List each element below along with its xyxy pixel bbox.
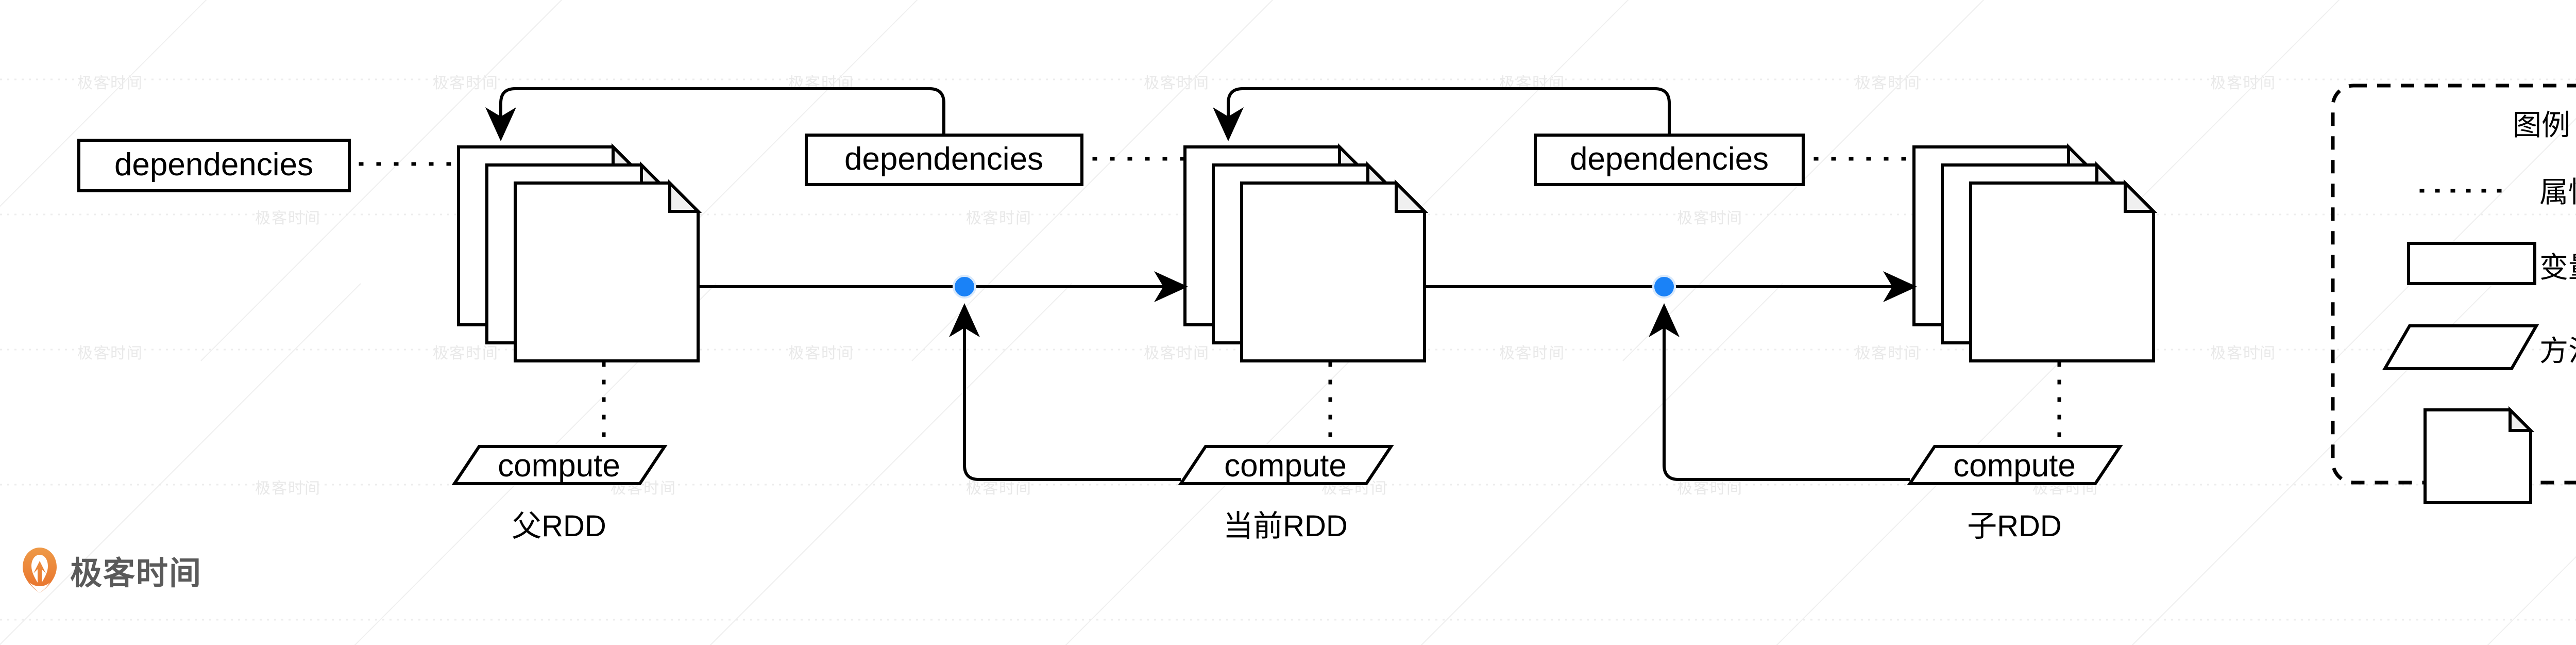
rdd-child-partition-stack — [1912, 143, 2158, 362]
legend-label-attribute: 属性 — [2539, 176, 2576, 208]
compute-label-current: compute — [1224, 448, 1347, 484]
rdd-current-partition-stack — [1183, 143, 1429, 362]
rdd-parent-partition-stack — [457, 143, 702, 362]
legend-row-variable: 变量 — [2407, 242, 2576, 285]
dependencies-label-3: dependencies — [1570, 141, 1769, 177]
partition-document — [1240, 179, 1429, 362]
rdd-label-parent: 父RDD — [512, 509, 606, 543]
brand-logo-text: 极客时间 — [70, 554, 202, 592]
compute-feed-line-current — [1649, 303, 1910, 481]
partition-document — [514, 179, 702, 362]
junction-dot — [1652, 275, 1676, 299]
legend-label-partition: 数据分片 — [2575, 440, 2576, 473]
dependencies-box-1 — [77, 139, 351, 192]
dependency-loop-arrow-1 — [485, 87, 945, 141]
legend-label-method: 方法 — [2539, 335, 2576, 367]
compute-method-shape-child — [1907, 445, 2123, 485]
document-fold-icon — [2509, 406, 2535, 432]
dependencies-box-2 — [805, 134, 1083, 186]
legend-title: 图例 — [2513, 109, 2570, 141]
dependency-loop-arrow-2 — [1213, 87, 1671, 141]
rdd-label-child: 子RDD — [1967, 509, 2062, 543]
legend-label-variable: 变量 — [2539, 251, 2576, 284]
partition-document — [1969, 179, 2158, 362]
brand-logo: 极客时间 — [21, 547, 202, 594]
legend-row-partition: 数据分片 — [2424, 406, 2576, 504]
legend-row-attribute: 属性 — [2419, 176, 2576, 208]
junction-dot — [953, 275, 976, 299]
rectangle-icon — [2407, 242, 2536, 285]
legend-border — [2331, 84, 2576, 485]
compute-label-child: compute — [1953, 448, 2076, 484]
parallelogram-icon — [2382, 324, 2539, 370]
compute-method-shape-current — [1178, 445, 1394, 485]
rdd-label-current: 当前RDD — [1223, 509, 1348, 543]
dependencies-label-2: dependencies — [844, 141, 1043, 177]
legend-row-method: 方法 — [2382, 324, 2576, 370]
compute-method-shape-parent — [451, 445, 668, 485]
compute-feed-line-parent — [949, 303, 1181, 481]
dependencies-label-1: dependencies — [114, 147, 313, 183]
compute-label-parent: compute — [498, 448, 620, 484]
document-icon — [2424, 408, 2532, 504]
geektime-logo-icon — [23, 548, 57, 593]
